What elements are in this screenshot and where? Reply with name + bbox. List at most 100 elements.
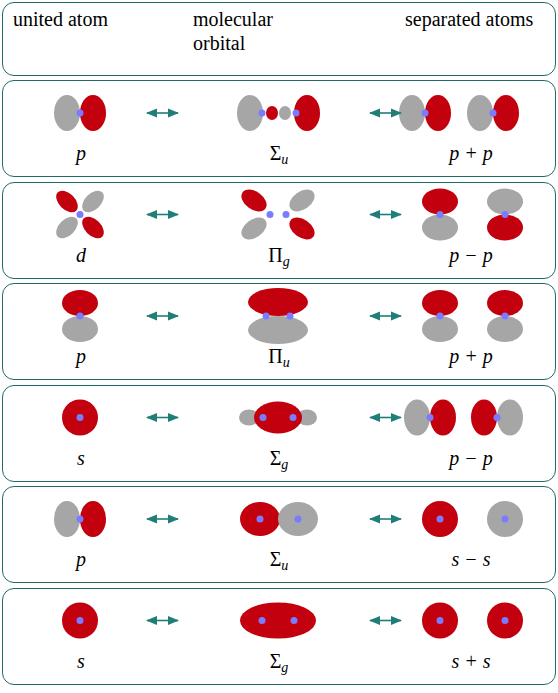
orbital-lobe bbox=[52, 213, 82, 243]
orbital-lobe bbox=[248, 288, 308, 316]
atomic-orbital-label: p bbox=[21, 547, 141, 571]
nucleus-dot bbox=[259, 110, 266, 117]
nucleus-dot bbox=[290, 414, 297, 421]
orbital-row-art bbox=[52, 185, 523, 244]
atomic-orbital-label: p + p bbox=[411, 344, 531, 368]
atomic-orbital-label: s − s bbox=[411, 547, 531, 571]
column-heading: separated atoms bbox=[405, 7, 535, 31]
orbital-lobe bbox=[404, 400, 430, 436]
nucleus-dot bbox=[437, 617, 444, 624]
orbital-lobe bbox=[487, 316, 523, 342]
nucleus-dot bbox=[77, 414, 84, 421]
atomic-orbital-label: p − p bbox=[411, 446, 531, 470]
orbital-lobe bbox=[493, 95, 519, 131]
orbital-lobe bbox=[52, 187, 82, 217]
double-arrow bbox=[370, 417, 401, 419]
orbital-lobe bbox=[487, 603, 523, 639]
orbital-row-art bbox=[54, 501, 523, 537]
orbital-lobe bbox=[487, 290, 523, 316]
nucleus-dot bbox=[77, 516, 84, 523]
orbital-lobe bbox=[487, 215, 523, 241]
double-arrow bbox=[147, 417, 178, 419]
orbital-lobe bbox=[422, 290, 458, 316]
orbital-lobe bbox=[487, 189, 523, 215]
orbital-lobe bbox=[471, 400, 497, 436]
correlation-row: s Σg p − p bbox=[2, 385, 556, 482]
column-heading: united atom bbox=[13, 7, 108, 31]
nucleus-dot bbox=[295, 516, 302, 523]
orbital-lobe bbox=[430, 400, 456, 436]
atomic-orbital-label: s bbox=[21, 649, 141, 673]
orbital-lobe bbox=[54, 95, 80, 131]
header-band: united atom molecular orbital separated at… bbox=[2, 2, 556, 76]
nucleus-dot bbox=[293, 110, 300, 117]
nucleus-dot bbox=[291, 617, 298, 624]
orbital-row-art bbox=[62, 288, 523, 344]
double-arrow bbox=[147, 620, 178, 622]
nucleus-dot bbox=[502, 516, 509, 523]
nucleus-dot bbox=[502, 617, 509, 624]
orbital-lobe bbox=[422, 603, 458, 639]
orbital-lobe bbox=[399, 95, 425, 131]
double-arrow bbox=[147, 112, 178, 114]
double-arrow bbox=[370, 315, 401, 317]
orbital-lobe bbox=[422, 189, 458, 215]
orbital-lobe bbox=[78, 213, 108, 243]
nucleus-dot bbox=[77, 617, 84, 624]
column-heading: molecular orbital bbox=[193, 7, 323, 55]
double-arrow bbox=[147, 518, 178, 520]
correlation-row: d Πg p − p bbox=[2, 182, 556, 279]
nucleus-dot bbox=[267, 211, 274, 218]
orbital-lobe bbox=[422, 215, 458, 241]
nucleus-dot bbox=[263, 313, 270, 320]
molecular-orbital-label: Σu bbox=[219, 547, 339, 571]
nucleus-dot bbox=[437, 313, 444, 320]
nucleus-dot bbox=[283, 211, 290, 218]
atomic-orbital-label: s + s bbox=[411, 649, 531, 673]
orbital-lobe bbox=[285, 185, 318, 216]
orbital-lobe bbox=[425, 95, 451, 131]
orbital-lobe bbox=[248, 316, 308, 344]
atomic-orbital-label: p bbox=[21, 344, 141, 368]
double-arrow bbox=[370, 518, 401, 520]
nucleus-dot bbox=[260, 414, 267, 421]
molecular-orbital-label: Πu bbox=[219, 344, 339, 368]
molecular-orbital-label: Σu bbox=[219, 141, 339, 165]
orbital-lobe bbox=[254, 402, 302, 434]
orbital-row-art bbox=[54, 95, 519, 131]
atomic-orbital-label: p − p bbox=[411, 243, 531, 267]
nucleus-dot bbox=[287, 313, 294, 320]
nucleus-dot bbox=[77, 211, 84, 218]
orbital-row-art bbox=[62, 603, 523, 639]
orbital-lobe bbox=[266, 106, 278, 120]
nucleus-dot bbox=[427, 414, 434, 421]
correlation-row: s Σg s + s bbox=[2, 588, 556, 685]
nucleus-dot bbox=[490, 110, 497, 117]
nucleus-dot bbox=[502, 313, 509, 320]
orbital-lobe bbox=[62, 603, 98, 639]
molecular-orbital-label: Σg bbox=[219, 649, 339, 673]
nucleus-dot bbox=[259, 617, 266, 624]
molecular-orbital-label: Πg bbox=[219, 243, 339, 267]
orbital-lobe bbox=[62, 290, 98, 316]
nucleus-dot bbox=[502, 211, 509, 218]
orbital-lobe bbox=[54, 501, 80, 537]
correlation-row: p Σu s − s bbox=[2, 486, 556, 583]
atomic-orbital-label: s bbox=[21, 446, 141, 470]
atomic-orbital-label: p + p bbox=[411, 141, 531, 165]
atomic-orbital-label: d bbox=[21, 243, 141, 267]
correlation-row: p Πu p + p bbox=[2, 283, 556, 380]
nucleus-dot bbox=[77, 110, 84, 117]
correlation-row: p Σu p + p bbox=[2, 80, 556, 177]
orbital-lobe bbox=[62, 316, 98, 342]
atomic-orbital-label: p bbox=[21, 141, 141, 165]
orbital-lobe bbox=[285, 213, 318, 244]
orbital-lobe bbox=[80, 501, 106, 537]
molecular-orbital-label: Σg bbox=[219, 446, 339, 470]
orbital-lobe bbox=[487, 501, 523, 537]
orbital-lobe bbox=[78, 187, 108, 217]
double-arrow bbox=[370, 112, 401, 114]
double-arrow bbox=[370, 620, 401, 622]
orbital-lobe bbox=[467, 95, 493, 131]
orbital-lobe bbox=[62, 400, 98, 436]
